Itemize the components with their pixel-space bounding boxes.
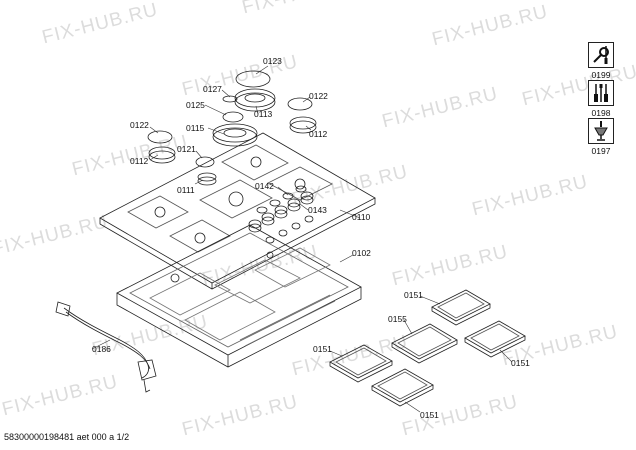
hob-top-panel — [99, 132, 376, 290]
part-label-0110: 0110 — [352, 212, 371, 222]
part-label-0123: 0123 — [263, 56, 282, 66]
part-label-0186: 0186 — [92, 344, 111, 354]
document-id: 58300000198481 aet 000 a 1/2 — [4, 432, 130, 442]
part-label-0155: 0155 — [388, 314, 407, 324]
burner-0122-right — [287, 97, 317, 134]
part-label-0125: 0125 — [186, 100, 205, 110]
leader-lines — [91, 65, 513, 413]
part-label-0151-right: 0151 — [511, 358, 530, 368]
part-label-0151-left: 0151 — [313, 344, 332, 354]
tool-0197: 0197 — [588, 118, 614, 156]
tool-0198: 0198 — [588, 80, 614, 118]
part-label-0122-right: 0122 — [309, 91, 328, 101]
burner-0125 — [212, 95, 258, 147]
pan-support-right — [464, 320, 526, 358]
part-label-0127: 0127 — [203, 84, 222, 94]
tool-0199: 0199 — [588, 42, 614, 80]
part-label-0151-rear: 0151 — [404, 290, 423, 300]
part-label-0111: 0111 — [177, 185, 195, 195]
burner-0123 — [234, 70, 276, 112]
pan-support-middle — [391, 323, 458, 364]
wrench-screwdriver-icon — [588, 42, 614, 68]
tools-icon — [588, 80, 614, 106]
tool-label-0197: 0197 — [591, 146, 611, 156]
part-label-0121: 0121 — [177, 144, 196, 154]
part-label-0112-right: 0112 — [309, 129, 328, 139]
burner-0121 — [195, 156, 217, 186]
tool-label-0198: 0198 — [591, 108, 611, 118]
part-label-0151-front: 0151 — [420, 410, 439, 420]
pan-support-rear — [431, 289, 491, 326]
part-label-0113: 0113 — [254, 109, 273, 119]
part-label-0102: 0102 — [352, 248, 371, 258]
part-label-0112-left: 0112 — [130, 156, 149, 166]
part-label-0122-left: 0122 — [130, 120, 149, 130]
grease-icon — [588, 118, 614, 144]
hob-housing — [116, 224, 362, 368]
control-knobs — [248, 185, 314, 244]
pan-support-left — [329, 344, 393, 383]
pan-support-front — [371, 368, 434, 407]
part-label-0115: 0115 — [186, 123, 205, 133]
part-label-0143: 0143 — [308, 205, 327, 215]
burner-0122-left — [147, 130, 176, 164]
tool-label-0199: 0199 — [591, 70, 611, 80]
part-label-0142: 0142 — [255, 181, 274, 191]
power-cord — [55, 301, 157, 393]
